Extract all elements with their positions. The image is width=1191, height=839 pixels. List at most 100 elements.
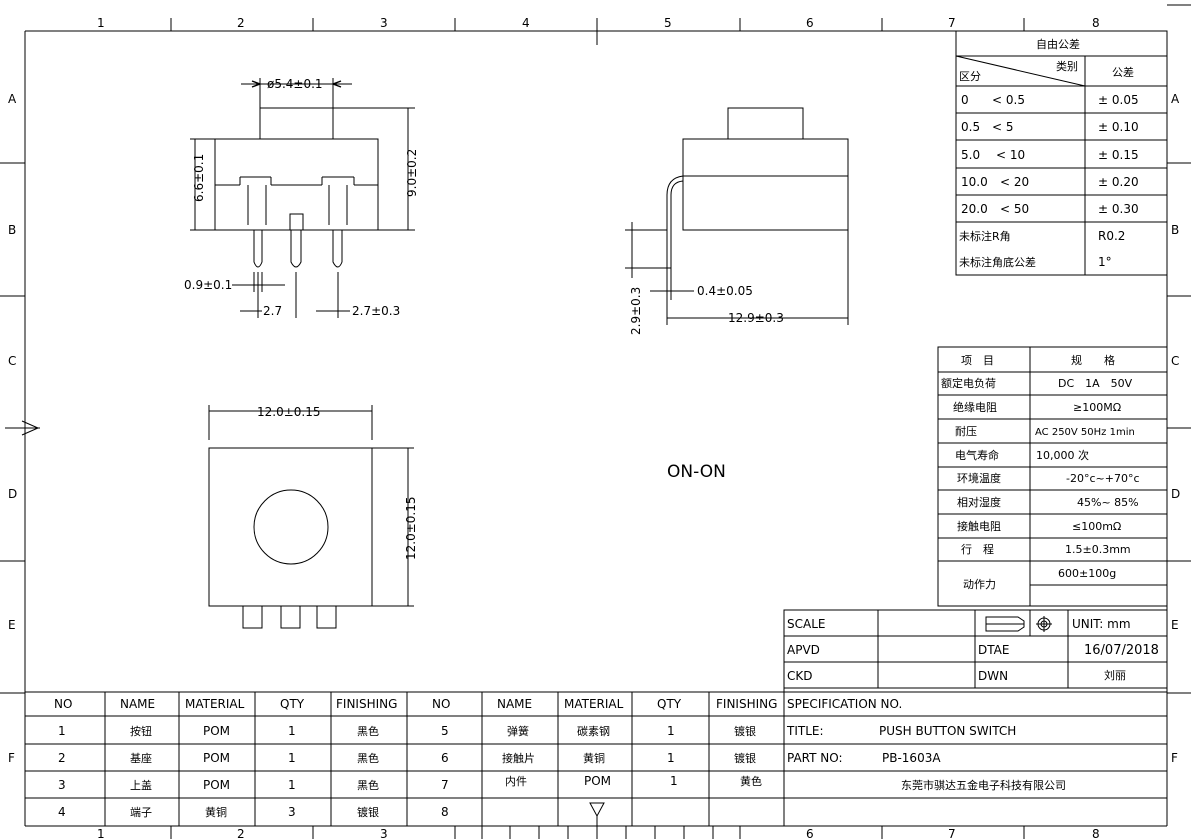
spec-key-3: 耐压 [955,425,977,438]
tol-row-5-tol: ± 0.30 [1098,202,1139,216]
col-label-1-bottom: 1 [97,827,105,839]
tol-row-3-b: < 10 [996,148,1025,162]
bom-l3-fin: 黑色 [357,778,379,792]
spec-val-1: DC 1A 50V [1058,377,1133,390]
spec-header-item: 项 目 [961,354,994,367]
spec-table: 项 目 规 格 额定电负荷 DC 1A 50V 绝缘电阻 ≥100MΩ 耐压 A… [937,346,1168,607]
tol-row-3-a: 5.0 [961,148,980,162]
spec-force-value: 600±100g [1058,567,1116,580]
bom-h-no-2: NO [432,697,450,711]
spec-val-7: ≤100mΩ [1072,520,1121,533]
bom-r3-mat: POM [584,774,611,788]
top-pin-1 [242,605,263,629]
bom-r2-fin: 镀银 [734,751,756,765]
bom-r3-no: 7 [441,778,449,792]
side-view: 2.9±0.3 0.4±0.05 12.9±0.3 [625,107,849,335]
tolerance-col-category: 类别 [1056,59,1078,73]
bom-r2-no: 6 [441,751,449,765]
center-arrow-left-icon [21,420,40,436]
dim-total-height: 9.0±0.2 [405,149,419,197]
spec-header-spec: 规 格 [1071,353,1115,367]
top-button-circle [253,489,329,565]
top-pin-3 [316,605,337,629]
bom-h-qty-1: QTY [280,697,305,711]
side-button [727,107,804,140]
bom-l3-no: 3 [58,778,66,792]
tol-row-4-tol: ± 0.20 [1098,175,1139,189]
tol-angle-value: 1° [1098,255,1112,269]
bom-r2-qty: 1 [667,751,675,765]
side-body [682,138,849,231]
row-label-a: A [8,92,17,106]
tolerance-col-tol: 公差 [1112,65,1134,79]
dim-body-height: 6.6±0.1 [192,154,206,202]
bom-l4-name: 端子 [130,806,152,819]
col-label-7: 7 [948,16,956,30]
col-label-6: 6 [806,16,814,30]
dim-top-width: 12.0±0.15 [257,405,321,419]
bom-l2-mat: POM [203,751,230,765]
bom-h-finishing-2: FINISHING [716,697,777,711]
bom-r1-fin: 镀银 [734,724,756,738]
bom-r1-no: 5 [441,724,449,738]
bom-r3-name: 内件 [505,774,527,788]
dim-pin-pitch-1: 2.7 [263,304,282,318]
bom-table: NO NAME MATERIAL QTY FINISHING NO NAME M… [25,688,1167,826]
tb-part-value: PB-1603A [882,751,941,765]
row-label-d-right: D [1171,487,1180,501]
row-label-a-right: A [1171,92,1180,106]
bom-l1-qty: 1 [288,724,296,738]
spec-val-2: ≥100MΩ [1073,401,1121,414]
row-label-f-right: F [1171,751,1178,765]
tb-dwn-label: DWN [978,669,1008,683]
bom-r1-name: 弹簧 [507,724,529,738]
front-pin-right [328,185,348,268]
bom-r1-mat: 碳素钢 [577,724,610,738]
spec-key-2: 绝缘电阻 [953,400,997,414]
dim-button-diameter: ø5.4±0.1 [267,77,323,91]
col-label-8-bottom: 8 [1092,827,1100,839]
bom-h-material-1: MATERIAL [185,697,245,711]
tol-row-2-a: 0.5 [961,120,980,134]
row-label-f: F [8,751,15,765]
row-label-d: D [8,487,17,501]
bom-l2-qty: 1 [288,751,296,765]
tol-row-1-b: < 0.5 [992,93,1025,107]
row-label-b-right: B [1171,223,1179,237]
col-label-4: 4 [522,16,530,30]
bom-h-finishing-1: FINISHING [336,697,397,711]
front-pin-middle-base [289,213,304,231]
col-label-8: 8 [1092,16,1100,30]
row-label-c: C [8,354,16,368]
title-block: SCALE UNIT: mm APVD DTAE 16/07/2018 CKD … [783,609,1168,689]
row-label-c-right: C [1171,354,1179,368]
tb-drawer: 刘丽 [1104,669,1126,682]
tol-row-4-a: 10.0 [961,175,988,189]
tol-row-1-a: 0 [961,93,969,107]
col-label-3: 3 [380,16,388,30]
row-label-b: B [8,223,16,237]
front-pin-left [247,185,267,268]
side-terminal [666,175,684,269]
dim-pin-pitch-2: 2.7±0.3 [352,304,400,318]
bom-l4-fin: 镀银 [357,805,379,819]
tolerance-col-zone: 区分 [959,70,981,83]
col-label-6-bottom: 6 [806,827,814,839]
tol-row-4-b: < 20 [1000,175,1029,189]
projection-symbol-icon [985,616,1052,632]
tol-row-1-tol: ± 0.05 [1098,93,1139,107]
bom-r1-qty: 1 [667,724,675,738]
bom-l4-qty: 3 [288,805,296,819]
spec-key-8: 行 程 [961,543,994,556]
dim-pin-length: 2.9±0.3 [629,287,643,335]
dim-top-height: 12.0±0.15 [404,497,418,561]
bom-l4-mat: 黄铜 [205,805,227,819]
tol-row-2-b: < 5 [992,120,1014,134]
switch-mode-label: ON-ON [667,462,726,482]
front-button [259,107,334,140]
spec-key-1: 额定电负荷 [941,376,996,390]
dim-terminal-thickness: 0.4±0.05 [697,284,753,298]
col-label-5: 5 [664,16,672,30]
bom-h-material-2: MATERIAL [564,697,624,711]
col-label-3-bottom: 3 [380,827,388,839]
